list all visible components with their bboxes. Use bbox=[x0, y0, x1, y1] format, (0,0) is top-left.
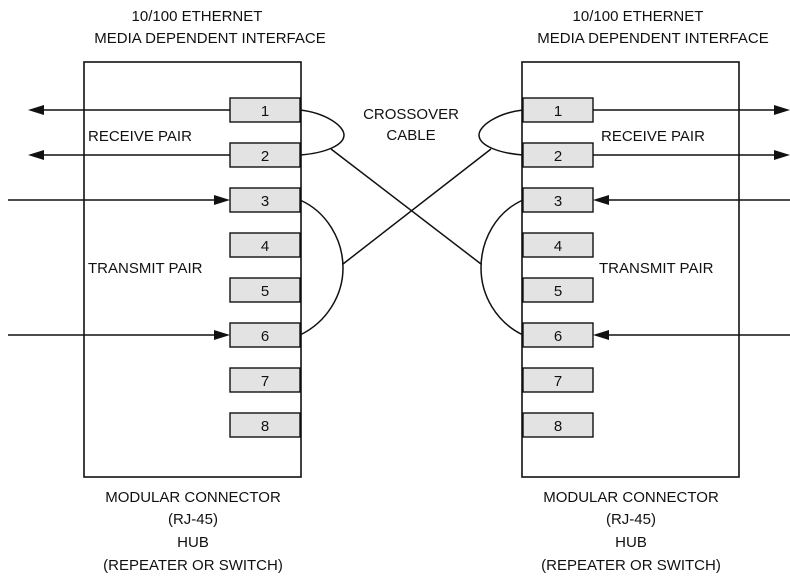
right-pin-8-label: 8 bbox=[554, 418, 562, 435]
right-footer-line2: (RJ-45) bbox=[606, 511, 656, 528]
left-pin-5: 5 bbox=[229, 277, 301, 303]
left-pin-2-label: 2 bbox=[261, 148, 269, 165]
right-footer-line1: MODULAR CONNECTOR bbox=[543, 489, 719, 506]
right-pin-7-label: 7 bbox=[554, 373, 562, 390]
left-connector-box bbox=[83, 61, 302, 478]
right-pin-1-label: 1 bbox=[554, 103, 562, 120]
left-footer-line4: (REPEATER OR SWITCH) bbox=[103, 557, 283, 574]
crossover-wire-left-rx-to-right-tx bbox=[330, 148, 482, 265]
left-pin-3: 3 bbox=[229, 187, 301, 213]
left-pin-7-label: 7 bbox=[261, 373, 269, 390]
right-footer-line3: HUB bbox=[615, 534, 647, 551]
right-pin-3: 3 bbox=[522, 187, 594, 213]
left-receive-pair-label: RECEIVE PAIR bbox=[88, 128, 192, 145]
left-pin-4-label: 4 bbox=[261, 238, 269, 255]
crossover-wire-left-tx-to-right-rx bbox=[342, 148, 492, 265]
left-pin-2: 2 bbox=[229, 142, 301, 168]
right-receive-pair-loop bbox=[478, 109, 524, 156]
left-title-line2: MEDIA DEPENDENT INTERFACE bbox=[94, 30, 325, 47]
right-transmit-pair-label: TRANSMIT PAIR bbox=[599, 260, 714, 277]
left-footer-line1: MODULAR CONNECTOR bbox=[105, 489, 281, 506]
right-pin-6: 6 bbox=[522, 322, 594, 348]
right-title-line1: 10/100 ETHERNET bbox=[573, 8, 704, 25]
left-pin-6-label: 6 bbox=[261, 328, 269, 345]
left-footer-line3: HUB bbox=[177, 534, 209, 551]
right-pin-2-label: 2 bbox=[554, 148, 562, 165]
left-pin-6: 6 bbox=[229, 322, 301, 348]
right-transmit-arrow-pin3 bbox=[593, 195, 790, 205]
left-pin-8-label: 8 bbox=[261, 418, 269, 435]
right-footer-line4: (REPEATER OR SWITCH) bbox=[541, 557, 721, 574]
right-connector-box bbox=[521, 61, 740, 478]
right-pin-4-label: 4 bbox=[554, 238, 562, 255]
left-footer-line2: (RJ-45) bbox=[168, 511, 218, 528]
left-transmit-pair-loop bbox=[299, 199, 344, 336]
left-receive-pair-loop bbox=[299, 109, 345, 156]
right-transmit-arrow-pin6 bbox=[593, 330, 790, 340]
right-pin-7: 7 bbox=[522, 367, 594, 393]
left-transmit-pair-label: TRANSMIT PAIR bbox=[88, 260, 203, 277]
right-pin-8: 8 bbox=[522, 412, 594, 438]
left-pin-5-label: 5 bbox=[261, 283, 269, 300]
right-pin-5-label: 5 bbox=[554, 283, 562, 300]
right-receive-arrow-pin2 bbox=[593, 150, 790, 160]
left-pin-7: 7 bbox=[229, 367, 301, 393]
right-pin-6-label: 6 bbox=[554, 328, 562, 345]
right-pin-4: 4 bbox=[522, 232, 594, 258]
left-transmit-arrow-pin6 bbox=[8, 330, 230, 340]
crossover-label-line2: CABLE bbox=[386, 127, 435, 144]
left-transmit-arrow-pin3 bbox=[8, 195, 230, 205]
right-pin-1: 1 bbox=[522, 97, 594, 123]
left-pin-4: 4 bbox=[229, 232, 301, 258]
right-pin-2: 2 bbox=[522, 142, 594, 168]
right-title-line2: MEDIA DEPENDENT INTERFACE bbox=[537, 30, 768, 47]
right-receive-pair-label: RECEIVE PAIR bbox=[601, 128, 705, 145]
left-pin-3-label: 3 bbox=[261, 193, 269, 210]
left-pin-1: 1 bbox=[229, 97, 301, 123]
right-receive-arrow-pin1 bbox=[593, 105, 790, 115]
right-pin-3-label: 3 bbox=[554, 193, 562, 210]
crossover-label-line1: CROSSOVER bbox=[363, 106, 459, 123]
right-pin-5: 5 bbox=[522, 277, 594, 303]
left-receive-arrow-pin1 bbox=[28, 105, 230, 115]
right-transmit-pair-loop bbox=[480, 199, 524, 336]
left-title-line1: 10/100 ETHERNET bbox=[132, 8, 263, 25]
left-receive-arrow-pin2 bbox=[28, 150, 230, 160]
left-pin-8: 8 bbox=[229, 412, 301, 438]
left-pin-1-label: 1 bbox=[261, 103, 269, 120]
